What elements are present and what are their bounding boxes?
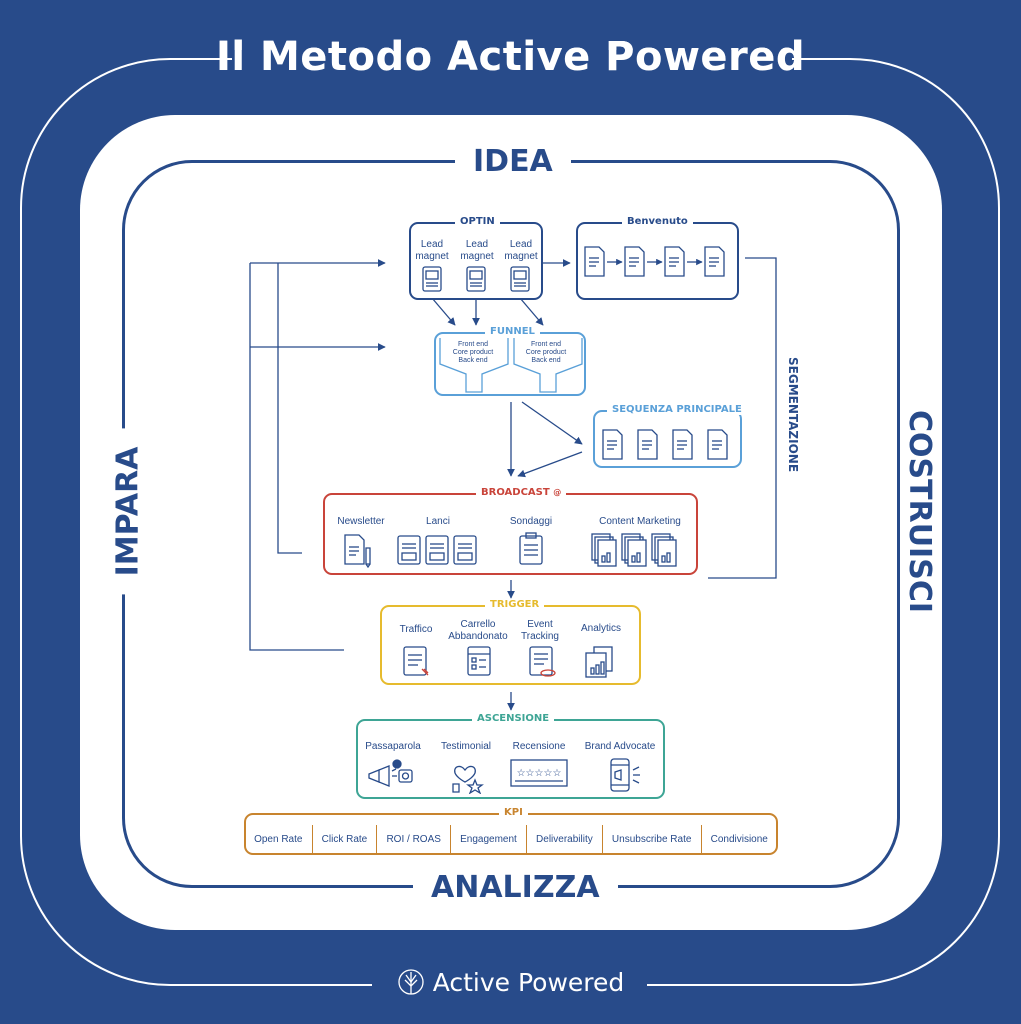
- testimonial-heart-icon: [452, 765, 484, 794]
- page-title-overlay: Il Metodo Active Powered: [215, 34, 806, 80]
- optin-title: OPTIN: [455, 216, 500, 227]
- kpi-deliverability: Deliverability: [525, 825, 602, 853]
- broadcast-item-newsletter: Newsletter: [337, 516, 385, 527]
- optin-doc-icon-3: [510, 266, 530, 292]
- funnel-shape-2: [513, 338, 583, 393]
- ascensione-title: ASCENSIONE: [472, 713, 555, 724]
- analytics-icon: [585, 646, 613, 678]
- arrow-lead3-funnel: [519, 297, 544, 326]
- kpi-row: Open Rate Click Rate ROI / ROAS Engageme…: [245, 825, 777, 853]
- arrow-sequenza-broadcast: [517, 451, 583, 478]
- funnel-box: FUNNEL: [434, 326, 586, 396]
- optin-doc-icon-1: [422, 266, 442, 292]
- optin-lead-magnet-2: Lead magnet: [460, 239, 494, 262]
- footer-brand: Active Powered: [382, 968, 639, 997]
- feedback-line-broadcast: [277, 263, 302, 554]
- ascensione-item-brand-advocate: Brand Advocate: [584, 741, 656, 752]
- carrello-abbandonato-icon: [467, 646, 491, 676]
- footer: Active Powered: [0, 968, 1021, 997]
- trigger-item-analytics: Analytics: [580, 623, 621, 634]
- funnel-shapes: [439, 338, 583, 393]
- ascensione-item-testimonial: Testimonial: [440, 741, 492, 752]
- newsletter-icon: [344, 534, 371, 568]
- optin-lead-magnet-3: Lead magnet: [504, 239, 538, 262]
- broadcast-item-lanci: Lanci: [426, 516, 450, 527]
- passaparola-megaphone-icon: [368, 759, 413, 787]
- arrow-funnel-sequenza: [521, 401, 583, 445]
- trigger-item-traffico: Traffico: [399, 624, 433, 635]
- kpi-click-rate: Click Rate: [311, 825, 377, 853]
- trigger-item-carrello-abbandonato: Carrello Abbandonato: [448, 619, 508, 642]
- optin-lead-magnet-1: Lead magnet: [415, 239, 449, 262]
- broadcast-item-content-marketing: Content Marketing: [599, 516, 681, 527]
- optin-doc-icon-2: [466, 266, 486, 292]
- sondaggi-icon: [519, 532, 543, 565]
- tree-logo-icon: [398, 969, 424, 995]
- benvenuto-title: Benvenuto: [622, 216, 693, 227]
- feedback-line-trigger: [249, 263, 344, 651]
- funnel-title: FUNNEL: [485, 326, 540, 337]
- kpi-title: KPI: [499, 807, 528, 818]
- side-label-idea: IDEA: [455, 144, 571, 179]
- trigger-title: TRIGGER: [485, 599, 545, 610]
- kpi-unsubscribe-rate: Unsubscribe Rate: [601, 825, 701, 853]
- svg-text:☆☆☆☆☆: ☆☆☆☆☆: [517, 768, 562, 779]
- kpi-engagement: Engagement: [450, 825, 526, 853]
- lanci-icon: [397, 535, 477, 565]
- trigger-icons: [403, 646, 613, 678]
- broadcast-icons: [344, 532, 677, 568]
- side-label-analizza: ANALIZZA: [413, 870, 618, 905]
- ascensione-item-passaparola: Passaparola: [365, 741, 421, 752]
- kpi-box: KPI: [244, 807, 778, 855]
- optin-box: OPTIN: [409, 216, 543, 300]
- recensione-stars-icon: ☆☆☆☆☆: [510, 759, 568, 787]
- optin-document-icons: [422, 266, 530, 292]
- optin-doc-icon-1-screen: [425, 270, 439, 280]
- broadcast-at-icon: @: [553, 488, 562, 497]
- arrow-lead1-funnel: [431, 297, 456, 326]
- broadcast-title-text: BROADCAST: [481, 487, 550, 498]
- segmentazione-line: [708, 257, 777, 579]
- title-mask: [232, 50, 792, 74]
- brand-advocate-phone-icon: [610, 758, 640, 792]
- traffico-icon: [403, 646, 429, 676]
- ascensione-icons: ☆☆☆☆☆: [368, 758, 640, 794]
- segmentazione-label: SEGMENTAZIONE: [786, 357, 800, 473]
- funnel-stage-1-text: Front end Core product Back end: [452, 341, 494, 364]
- funnel-stage-2-text: Front end Core product Back end: [525, 341, 567, 364]
- broadcast-title: BROADCAST @: [476, 487, 567, 498]
- sequenza-document-icons: [602, 429, 728, 460]
- content-marketing-icon: [591, 533, 677, 567]
- kpi-condivisione: Condivisione: [700, 825, 777, 853]
- benvenuto-email-sequence-icons: [584, 246, 725, 277]
- event-tracking-icon: [529, 646, 556, 677]
- kpi-roi-roas: ROI / ROAS: [376, 825, 450, 853]
- footer-brand-text: Active Powered: [432, 968, 625, 997]
- broadcast-item-sondaggi: Sondaggi: [509, 516, 553, 527]
- kpi-open-rate: Open Rate: [254, 833, 303, 845]
- sequenza-title: SEQUENZA PRINCIPALE: [607, 404, 747, 415]
- funnel-shape-1: [439, 338, 509, 393]
- trigger-item-event-tracking: Event Tracking: [521, 619, 559, 642]
- ascensione-item-recensione: Recensione: [512, 741, 566, 752]
- sequenza-box: SEQUENZA PRINCIPALE: [593, 404, 747, 468]
